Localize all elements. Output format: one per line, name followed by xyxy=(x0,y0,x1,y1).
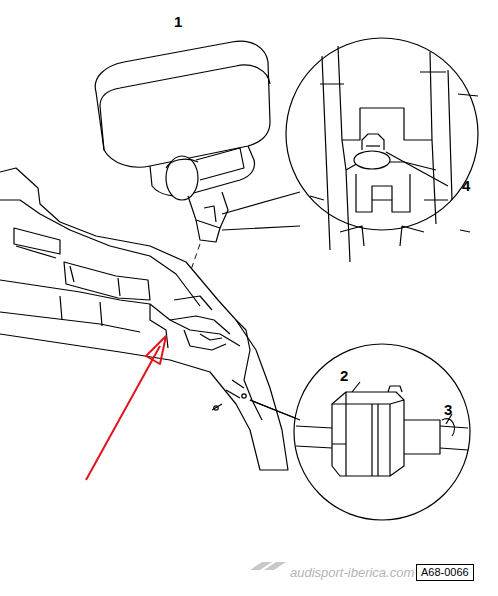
callout-number: 1 xyxy=(174,14,182,29)
figure-number-box: A68-0066 xyxy=(416,564,474,581)
callout-number: 4 xyxy=(462,178,470,193)
watermark: audisport-iberica.com xyxy=(290,566,414,579)
callout-number: 3 xyxy=(444,402,452,417)
figure-number: A68-0066 xyxy=(421,566,469,579)
callout-number: 2 xyxy=(340,368,348,383)
